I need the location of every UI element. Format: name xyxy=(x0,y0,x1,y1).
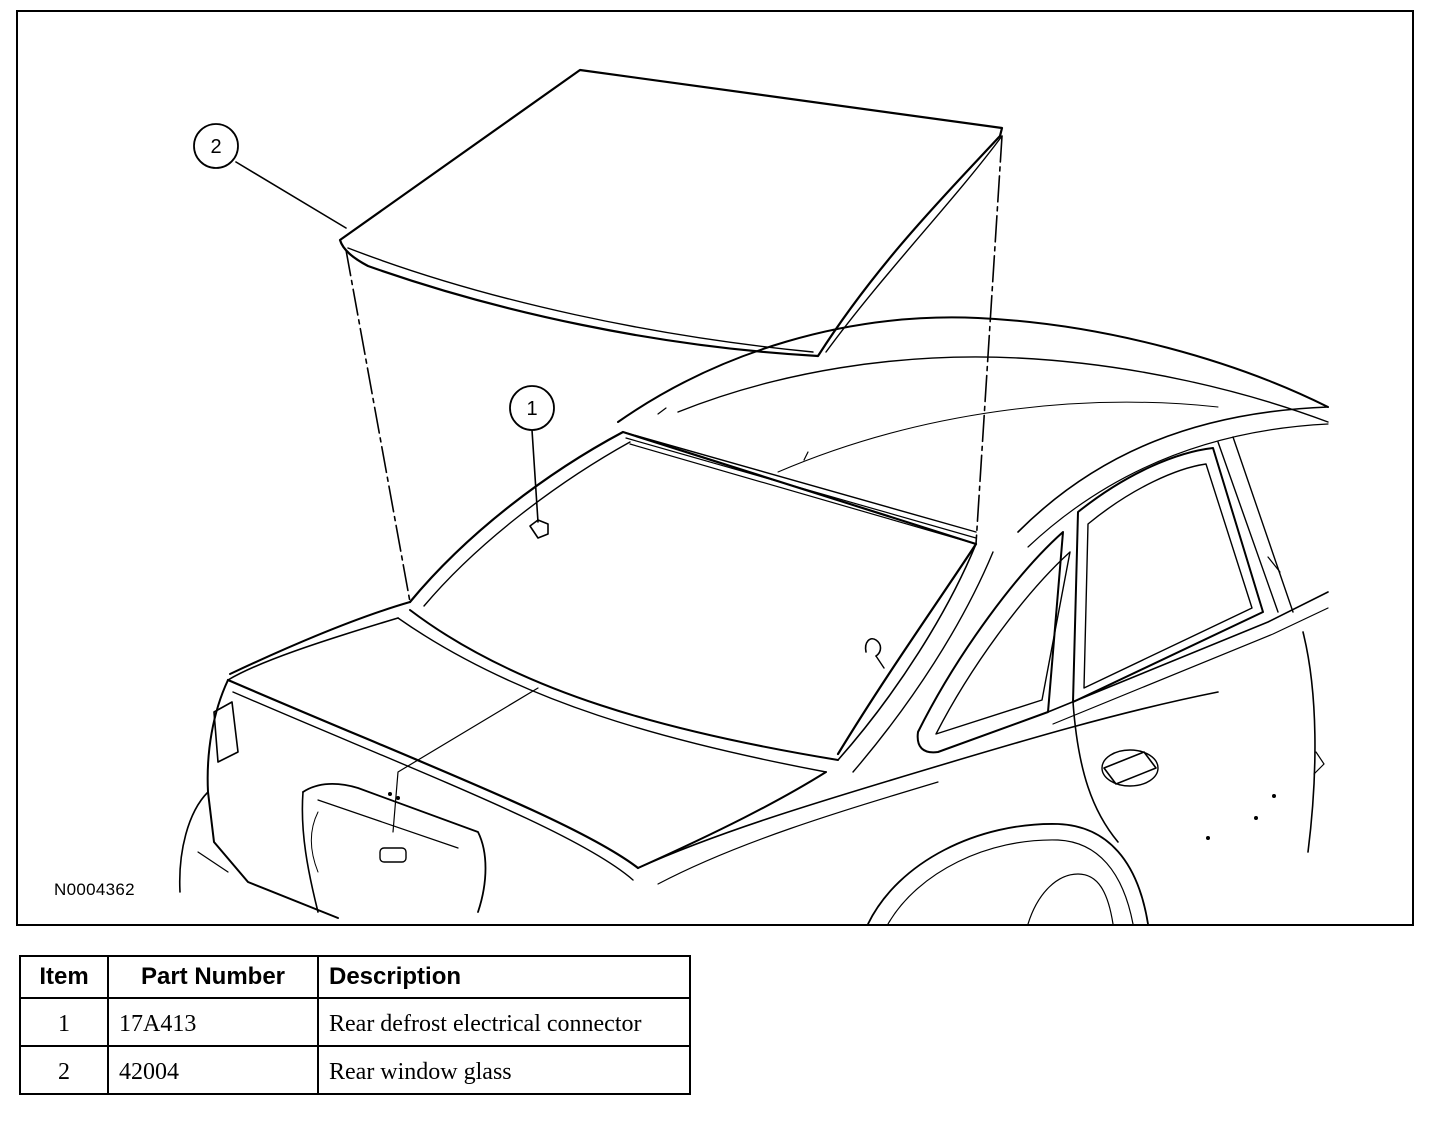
row-1-item: 1 xyxy=(19,997,109,1047)
row-1-part-number: 17A413 xyxy=(107,997,319,1047)
table-header-row: Item Part Number Description xyxy=(19,955,691,999)
car-body xyxy=(178,316,1329,924)
callout-1: 1 xyxy=(509,385,555,523)
callout-2-label: 2 xyxy=(210,136,221,158)
header-item: Item xyxy=(19,955,109,999)
row-2-item: 2 xyxy=(19,1045,109,1095)
header-description: Description xyxy=(317,955,691,999)
parts-table: Item Part Number Description 1 17A413 Re… xyxy=(19,955,691,1095)
row-2-description: Rear window glass xyxy=(317,1045,691,1095)
callout-2: 2 xyxy=(193,123,347,229)
callout-1-label: 1 xyxy=(526,398,537,420)
row-2-part-number: 42004 xyxy=(107,1045,319,1095)
header-part-number: Part Number xyxy=(107,955,319,999)
rear-window-illustration: 2 1 xyxy=(178,68,1329,924)
rear-window-glass xyxy=(338,68,1004,358)
projection-lines xyxy=(345,135,1003,603)
table-row: 1 17A413 Rear defrost electrical connect… xyxy=(19,997,691,1047)
figure-id: N0004362 xyxy=(54,880,135,899)
row-1-description: Rear defrost electrical connector xyxy=(317,997,691,1047)
diagram-frame: 2 1 N0004362 xyxy=(16,10,1414,926)
table-row: 2 42004 Rear window glass xyxy=(19,1045,691,1095)
